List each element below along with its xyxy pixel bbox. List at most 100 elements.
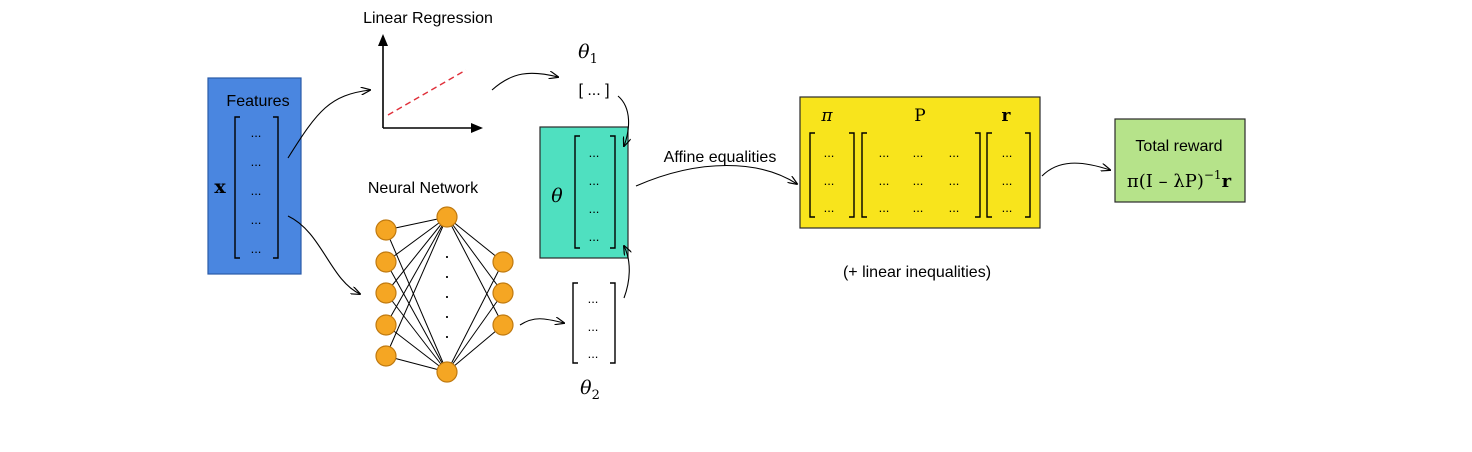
r-cell: ... xyxy=(1002,200,1013,215)
theta2-right-bracket xyxy=(610,282,616,364)
P-cell: ... xyxy=(879,200,890,215)
theta2-cell: ... xyxy=(588,319,599,334)
hidden-layer-dot: · xyxy=(444,306,450,326)
arrow-mdp-to-reward xyxy=(1041,162,1110,177)
network-edge xyxy=(446,216,504,263)
theta1-vector: [ ... ] xyxy=(578,82,609,99)
neural-network-block: Neural Network · · · · · xyxy=(368,180,514,383)
total-reward-block: Total reward π(I – λP)−1r xyxy=(1114,118,1246,203)
pi-right-bracket xyxy=(849,132,855,218)
P-cell: ... xyxy=(913,173,924,188)
theta1-label: θ1 xyxy=(578,41,598,67)
theta-cell: ... xyxy=(589,201,600,216)
connector-arrows xyxy=(287,73,1110,326)
network-edge xyxy=(385,216,448,326)
linear-regression-title: Linear Regression xyxy=(363,10,493,27)
P-right-bracket xyxy=(975,132,981,218)
network-edge xyxy=(385,229,448,373)
pi-cell: ... xyxy=(824,173,835,188)
input-node xyxy=(375,314,397,336)
theta-cell: ... xyxy=(589,229,600,244)
features-cell: ... xyxy=(251,212,262,227)
theta2-cell: ... xyxy=(588,346,599,361)
r-cell: ... xyxy=(1002,145,1013,160)
regression-fit-line xyxy=(387,69,467,116)
hidden-layer-dot: · xyxy=(444,326,450,346)
theta1-block: θ1 [ ... ] xyxy=(578,41,609,99)
P-left-bracket xyxy=(861,132,867,218)
arrow-features-to-network xyxy=(287,215,360,294)
mdp-block: π P r ... ... ... ... ... ... ... ... ..… xyxy=(799,96,1041,229)
theta-box xyxy=(539,126,629,259)
theta-block: θ ... ... ... ... xyxy=(539,126,629,259)
network-edge xyxy=(446,324,504,373)
features-label: Features xyxy=(226,93,289,110)
features-cell: ... xyxy=(251,241,262,256)
theta-left-bracket xyxy=(574,135,580,249)
hidden-layer-dot: · xyxy=(444,246,450,266)
network-edge xyxy=(385,216,448,294)
r-cell: ... xyxy=(1002,173,1013,188)
hidden-node xyxy=(436,206,458,228)
P-cell: ... xyxy=(879,173,890,188)
arrow-theta1-to-theta xyxy=(617,95,629,146)
arrow-theta2-to-theta xyxy=(624,246,629,299)
neural-network-title: Neural Network xyxy=(368,180,479,197)
features-cell: ... xyxy=(251,183,262,198)
pi-label: π xyxy=(820,106,833,126)
output-node xyxy=(492,251,514,273)
total-reward-title: Total reward xyxy=(1135,138,1222,155)
P-cell: ... xyxy=(949,173,960,188)
features-left-bracket xyxy=(234,116,240,259)
linear-regression-block: Linear Regression xyxy=(363,10,493,133)
features-right-bracket xyxy=(273,116,279,259)
r-right-bracket xyxy=(1025,132,1031,218)
arrow-network-to-theta2 xyxy=(519,319,564,326)
network-edge xyxy=(446,261,504,373)
network-edge xyxy=(385,216,448,357)
mdp-box xyxy=(799,96,1041,229)
theta-cell: ... xyxy=(589,145,600,160)
theta2-label: θ2 xyxy=(580,377,600,403)
hidden-layer-dot: · xyxy=(444,286,450,306)
arrow-features-to-regression xyxy=(287,90,370,159)
theta2-block: ... ... ... θ2 xyxy=(572,282,616,403)
r-left-bracket xyxy=(986,132,992,218)
pi-cell: ... xyxy=(824,145,835,160)
features-variable: x xyxy=(214,176,226,198)
affine-equalities-label: Affine equalities xyxy=(664,149,777,166)
P-cell: ... xyxy=(913,145,924,160)
pi-left-bracket xyxy=(809,132,815,218)
network-edge xyxy=(446,292,504,373)
features-cell: ... xyxy=(251,125,262,140)
input-node xyxy=(375,219,397,241)
arrow-theta-to-mdp xyxy=(635,164,797,187)
network-edge xyxy=(385,216,448,263)
P-cell: ... xyxy=(949,145,960,160)
theta-right-bracket xyxy=(610,135,616,249)
linear-inequalities-note: (+ linear inequalities) xyxy=(843,264,991,281)
theta2-left-bracket xyxy=(572,282,578,364)
pi-cell: ... xyxy=(824,200,835,215)
output-node xyxy=(492,314,514,336)
neural-network-nodes xyxy=(375,206,514,383)
output-node xyxy=(492,282,514,304)
P-cell: ... xyxy=(949,200,960,215)
P-cell: ... xyxy=(879,145,890,160)
theta2-cell: ... xyxy=(588,291,599,306)
hidden-node xyxy=(436,361,458,383)
P-cell: ... xyxy=(913,200,924,215)
network-edge xyxy=(446,216,504,326)
theta-label: θ xyxy=(551,185,563,207)
features-box xyxy=(207,77,302,275)
input-node xyxy=(375,251,397,273)
input-node xyxy=(375,282,397,304)
features-cell: ... xyxy=(251,154,262,169)
hidden-layer-dot: · xyxy=(444,266,450,286)
total-reward-box xyxy=(1114,118,1246,203)
r-label: r xyxy=(1002,106,1012,126)
arrow-regression-to-theta1 xyxy=(491,73,558,91)
total-reward-formula: π(I – λP)−1r xyxy=(1127,168,1232,192)
input-node xyxy=(375,345,397,367)
